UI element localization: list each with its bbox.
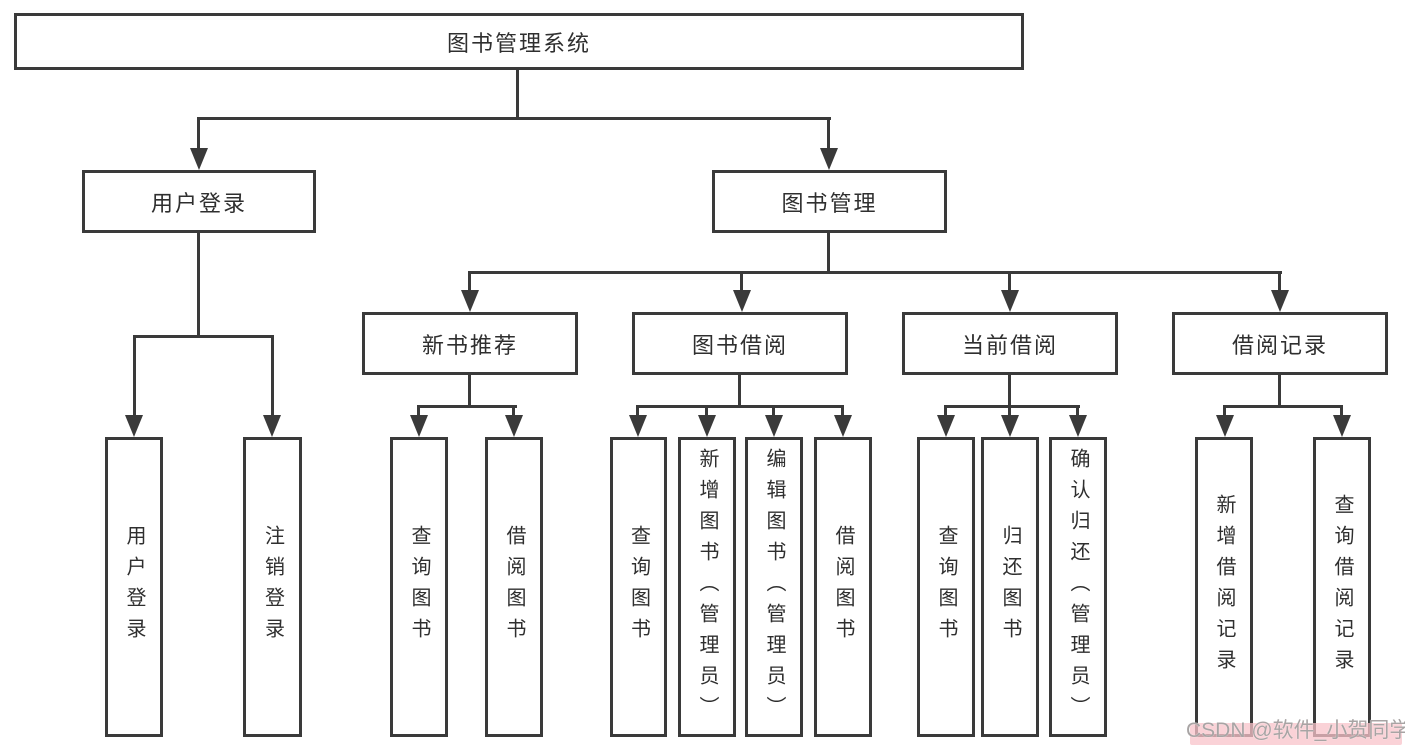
node-borrowing-label: 图书借阅: [691, 332, 788, 358]
arrowhead-cu-query: [937, 415, 955, 437]
leaf-cu-query-books-label: 查询图书: [935, 525, 957, 649]
leaf-user-login-label: 用户登录: [123, 525, 145, 649]
connector-drop-leaf-login: [133, 335, 136, 417]
connector-current-bus: [944, 405, 1080, 408]
arrowhead-records: [1271, 290, 1289, 312]
arrowhead-nb-query: [410, 415, 428, 437]
connector-root-bus: [197, 117, 831, 120]
leaf-nb-borrow-books: 借阅图书: [485, 437, 543, 737]
leaf-rc-add-record: 新增借阅记录: [1195, 437, 1253, 737]
node-new-books: 新书推荐: [362, 312, 578, 375]
arrowhead-nb-borrow: [505, 415, 523, 437]
arrowhead-cu-confirm: [1069, 415, 1087, 437]
node-user-login: 用户登录: [82, 170, 316, 233]
leaf-bw-add-books-admin: 新增图书（管理员）: [678, 437, 736, 737]
arrowhead-bw-add: [698, 415, 716, 437]
connector-drop-nb-borrow: [512, 405, 515, 419]
leaf-bw-borrow-books-label: 借阅图书: [832, 525, 854, 649]
connector-drop-bw-add: [705, 405, 708, 419]
leaf-bw-query-books-label: 查询图书: [627, 525, 650, 649]
connector-book-mgmt-bus: [468, 271, 1282, 274]
arrowhead-bw-query: [629, 415, 647, 437]
node-current: 当前借阅: [902, 312, 1118, 375]
connector-user-login-bus: [133, 335, 274, 338]
leaf-cu-return-books: 归还图书: [981, 437, 1039, 737]
connector-current-stem: [1008, 374, 1011, 408]
node-new-books-label: 新书推荐: [421, 332, 518, 358]
connector-drop-new-books: [468, 271, 471, 293]
leaf-bw-edit-books-admin: 编辑图书（管理员）: [745, 437, 803, 737]
arrowhead-user-login: [190, 148, 208, 170]
arrowhead-rc-add: [1216, 415, 1234, 437]
leaf-bw-add-books-admin-label: 新增图书（管理员）: [696, 447, 718, 727]
leaf-cu-return-books-label: 归还图书: [999, 525, 1021, 649]
arrowhead-cu-return: [1001, 415, 1019, 437]
connector-new-books-bus: [417, 405, 517, 408]
leaf-cu-confirm-return-admin: 确认归还（管理员）: [1049, 437, 1107, 737]
leaf-cu-confirm-return-admin-label: 确认归还（管理员）: [1067, 447, 1089, 727]
node-root: 图书管理系统: [14, 13, 1024, 70]
leaf-nb-borrow-books-label: 借阅图书: [503, 525, 525, 649]
connector-drop-leaf-logout: [271, 335, 274, 417]
leaf-rc-query-record: 查询借阅记录: [1313, 437, 1371, 737]
connector-drop-borrowing: [740, 271, 743, 293]
connector-borrowing-bus: [636, 405, 844, 408]
leaf-nb-query-books-label: 查询图书: [408, 525, 430, 649]
node-book-mgmt: 图书管理: [712, 170, 947, 233]
arrowhead-new-books: [461, 290, 479, 312]
connector-drop-nb-query: [417, 405, 420, 419]
leaf-cu-query-books: 查询图书: [917, 437, 975, 737]
node-borrowing: 图书借阅: [632, 312, 848, 375]
arrowhead-leaf-login: [125, 415, 143, 437]
leaf-bw-query-books: 查询图书: [610, 437, 667, 737]
connector-root-stem: [516, 69, 519, 119]
connector-drop-rc-add: [1223, 405, 1226, 419]
arrowhead-rc-query: [1333, 415, 1351, 437]
arrowhead-bw-edit: [765, 415, 783, 437]
connector-records-bus: [1223, 405, 1342, 408]
connector-drop-book-mgmt: [827, 117, 830, 151]
connector-book-mgmt-stem: [827, 232, 830, 274]
connector-borrowing-stem: [738, 374, 741, 408]
node-root-label: 图书管理系统: [446, 30, 591, 56]
leaf-user-login: 用户登录: [105, 437, 163, 737]
connector-user-login-stem: [197, 232, 200, 338]
leaf-logout-label: 注销登录: [261, 525, 284, 649]
connector-drop-rc-query: [1340, 405, 1343, 419]
connector-drop-records: [1278, 271, 1281, 293]
leaf-bw-edit-books-admin-label: 编辑图书（管理员）: [763, 447, 785, 727]
arrowhead-bw-borrow: [834, 415, 852, 437]
connector-drop-user-login: [197, 117, 200, 151]
connector-drop-bw-edit: [772, 405, 775, 419]
arrowhead-book-mgmt: [820, 148, 838, 170]
connector-drop-current: [1008, 271, 1011, 293]
node-user-login-label: 用户登录: [150, 190, 247, 216]
connector-new-books-stem: [468, 374, 471, 408]
leaf-rc-query-record-label: 查询借阅记录: [1331, 494, 1353, 680]
node-records-label: 借阅记录: [1231, 332, 1328, 358]
arrowhead-current: [1001, 290, 1019, 312]
node-book-mgmt-label: 图书管理: [781, 190, 878, 216]
node-records: 借阅记录: [1172, 312, 1388, 375]
connector-records-stem: [1278, 374, 1281, 408]
connector-drop-cu-query: [944, 405, 947, 419]
connector-drop-bw-query: [636, 405, 639, 419]
connector-drop-cu-return: [1008, 405, 1011, 419]
connector-drop-bw-borrow: [841, 405, 844, 419]
watermark-highlight: [1190, 723, 1402, 745]
arrowhead-borrowing: [733, 290, 751, 312]
connector-drop-cu-confirm: [1076, 405, 1079, 419]
watermark-text: CSDN @软件_小贺同学: [1186, 719, 1405, 742]
leaf-bw-borrow-books: 借阅图书: [814, 437, 872, 737]
leaf-nb-query-books: 查询图书: [390, 437, 448, 737]
node-current-label: 当前借阅: [961, 332, 1058, 358]
leaf-rc-add-record-label: 新增借阅记录: [1213, 494, 1235, 680]
leaf-logout: 注销登录: [243, 437, 302, 737]
arrowhead-leaf-logout: [263, 415, 281, 437]
